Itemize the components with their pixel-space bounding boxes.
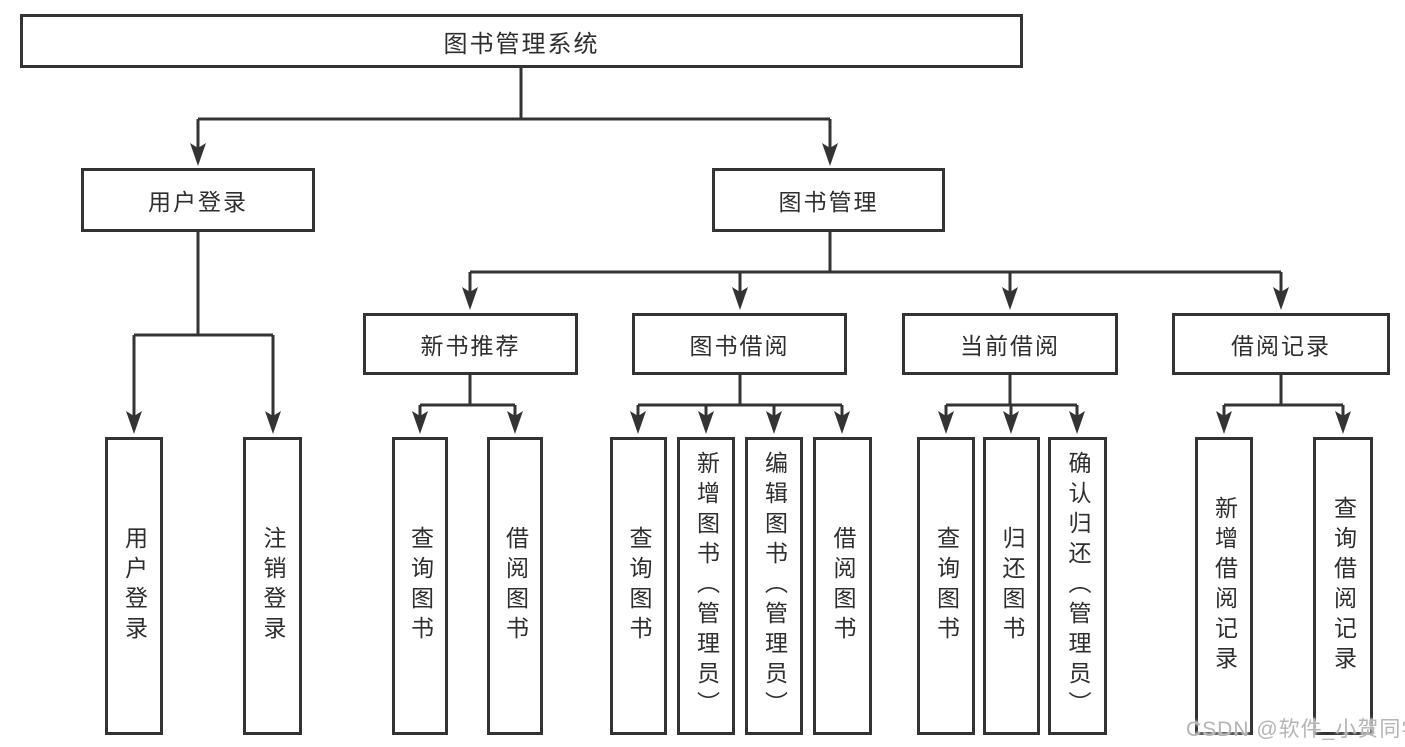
leaf-borrow-query-books: 查询图书 (610, 437, 667, 735)
leaf-borrow-borrow-books-label: 借阅图书 (830, 526, 856, 646)
leaf-current-query-books: 查询图书 (917, 437, 975, 735)
connector-segments (132, 68, 1345, 416)
leaf-logout: 注销登录 (243, 437, 302, 735)
node-book-management: 图书管理 (712, 168, 945, 232)
node-borrowing-records: 借阅记录 (1172, 313, 1390, 375)
arrowheads (126, 143, 1351, 434)
leaf-current-return-books-label: 归还图书 (999, 526, 1025, 646)
leaf-records-query-record: 查询借阅记录 (1313, 437, 1373, 735)
leaf-records-query-record-label: 查询借阅记录 (1330, 496, 1357, 676)
leaf-user-login-label: 用户登录 (121, 526, 148, 646)
leaf-records-add-record: 新增借阅记录 (1195, 437, 1253, 735)
leaf-borrow-add-books-admin: 新增图书（管理员） (677, 437, 735, 735)
node-user-login: 用户登录 (81, 168, 315, 232)
node-book-borrowing: 图书借阅 (632, 313, 847, 375)
node-new-book-recommend: 新书推荐 (363, 313, 578, 375)
leaf-current-confirm-return-admin-label: 确认归还（管理员） (1065, 451, 1091, 721)
leaf-borrow-edit-books-admin: 编辑图书（管理员） (745, 437, 803, 735)
leaf-recommend-borrow-books-label: 借阅图书 (502, 526, 529, 646)
leaf-records-add-record-label: 新增借阅记录 (1211, 496, 1238, 676)
node-current-borrowing: 当前借阅 (902, 313, 1118, 375)
csdn-watermark: CSDN @软件_小贺同学 (1186, 718, 1405, 741)
leaf-user-login: 用户登录 (105, 437, 163, 735)
leaf-recommend-query-books-label: 查询图书 (407, 526, 434, 646)
leaf-logout-label: 注销登录 (260, 526, 286, 646)
leaf-borrow-query-books-label: 查询图书 (626, 526, 652, 646)
leaf-borrow-borrow-books: 借阅图书 (813, 437, 872, 735)
leaf-recommend-borrow-books: 借阅图书 (487, 437, 543, 735)
leaf-borrow-edit-books-admin-label: 编辑图书（管理员） (761, 451, 788, 721)
leaf-borrow-add-books-admin-label: 新增图书（管理员） (693, 451, 720, 721)
leaf-current-return-books: 归还图书 (983, 437, 1040, 735)
node-root-system: 图书管理系统 (20, 14, 1023, 68)
leaf-recommend-query-books: 查询图书 (392, 437, 448, 735)
leaf-current-confirm-return-admin: 确认归还（管理员） (1048, 437, 1107, 735)
leaf-current-query-books-label: 查询图书 (933, 526, 960, 646)
